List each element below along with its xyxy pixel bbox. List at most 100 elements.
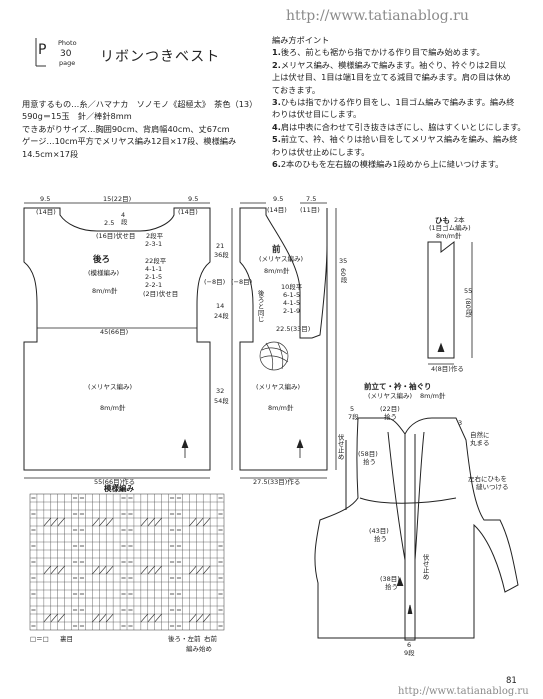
svg-text:P: P xyxy=(38,42,46,58)
back-dec-215: 2-1-5 xyxy=(145,273,163,281)
back-dim-center: 15(22目) xyxy=(103,195,132,203)
purl-mark xyxy=(176,625,182,627)
chart-start: 編み始め xyxy=(186,645,212,653)
purl-mark xyxy=(176,577,182,579)
purl-mark xyxy=(121,577,126,579)
back-side-36: 36段 xyxy=(214,251,229,259)
back-dim-left: 9.5 xyxy=(40,195,51,203)
purl-mark xyxy=(79,497,85,499)
front-dec-22-5: 22.5(33目) xyxy=(276,325,311,333)
purl-mark xyxy=(79,593,85,595)
tie-rows: (80段) xyxy=(464,298,473,318)
points-step-line: 上は伏せ目、1目は端1目を立てる減目で編みます。肩の目は休め xyxy=(272,72,511,83)
cable-mark xyxy=(99,565,107,575)
cable-mark xyxy=(92,517,100,527)
chart-legend-box: □＝□ xyxy=(30,635,49,643)
materials-line: 用意するもの…糸／ハマナカ ソノモノ《超極太》 茶色（13） xyxy=(22,99,258,109)
back-neck-4: 4 xyxy=(121,211,126,219)
purl-mark xyxy=(31,497,36,499)
cable-mark xyxy=(43,613,52,623)
points-heading: 編み方ポイント xyxy=(272,35,330,45)
purl-mark xyxy=(218,545,223,547)
purl-mark xyxy=(72,593,78,595)
cable-mark xyxy=(57,613,65,623)
points-step: 5.前立て、衿、袖ぐりは拾い目をしてメリヤス編みを編み、編み終 xyxy=(272,134,518,145)
cable-mark xyxy=(105,613,114,623)
finishing-bind-1: 伏せ止め xyxy=(336,434,345,460)
tie-pattern: (1目ゴム編み) xyxy=(429,224,471,232)
back-dec-22: 22段平 xyxy=(145,257,167,265)
cable-mark xyxy=(43,565,52,575)
materials-line: できあがりサイズ…胸囲90cm、背肩幅40cm、丈67cm xyxy=(22,123,230,134)
purl-mark xyxy=(72,561,78,563)
purl-mark xyxy=(79,609,85,611)
back-side-21: 21 xyxy=(216,242,225,250)
points-step: 1.後ろ、前とも裾から指でかける作り目で編み始めます。 xyxy=(272,47,485,58)
finishing-natural: 自然に xyxy=(470,431,490,439)
cable-mark xyxy=(43,517,52,527)
tie-cast-on: 4(8目)作る xyxy=(431,365,464,373)
chart-bottom-left: 後ろ・左前 xyxy=(168,635,201,643)
photo-bracket-icon: P xyxy=(35,38,46,67)
front-needle: 8m/m針 xyxy=(264,267,290,275)
back-sts-left: (14目) xyxy=(36,208,56,216)
points-step: 2.メリヤス編み、模様編みで編みます。袖ぐり、衿ぐりは2目以 xyxy=(272,59,506,70)
purl-mark xyxy=(31,609,36,611)
purl-mark xyxy=(31,593,36,595)
front-lower-needle: 8m/m針 xyxy=(268,404,294,412)
photo-reference: P Photo 30 page xyxy=(28,36,82,70)
purl-mark xyxy=(128,513,133,515)
cable-mark xyxy=(57,517,65,527)
purl-mark xyxy=(31,545,36,547)
cable-mark xyxy=(196,565,204,575)
purl-mark xyxy=(128,625,133,627)
purl-mark xyxy=(121,625,126,627)
purl-mark xyxy=(128,609,133,611)
front-lower-pattern: (メリヤス編み) xyxy=(256,383,301,391)
purl-mark xyxy=(128,497,133,499)
finishing-needle: 8m/m針 xyxy=(420,392,446,400)
purl-mark xyxy=(79,513,85,515)
cable-mark xyxy=(202,565,211,575)
purl-mark xyxy=(218,577,223,579)
finishing-5: 5 xyxy=(350,405,355,413)
finishing-pick-4: 拾う xyxy=(385,583,398,591)
back-neck-bind: (16目)伏せ目 xyxy=(96,232,136,240)
points-step-line: わりは伏せ止めにします。 xyxy=(272,146,370,157)
photo-label: Photo xyxy=(58,39,77,47)
cable-mark xyxy=(92,613,100,623)
cable-mark xyxy=(105,565,114,575)
back-width: 45(66目) xyxy=(100,328,129,336)
finishing-sew-ties: 左右にひもを xyxy=(468,475,507,483)
photo-page-number: 30 xyxy=(60,49,72,59)
cable-mark xyxy=(154,613,162,623)
purl-mark xyxy=(176,545,182,547)
back-title: 後ろ xyxy=(93,255,111,265)
back-dec-bind: (2目)伏せ目 xyxy=(143,290,179,298)
purl-mark xyxy=(72,609,78,611)
purl-mark xyxy=(128,593,133,595)
front-dec-10: 10段平 xyxy=(281,283,303,291)
points-step-line: ておきます。 xyxy=(272,84,321,95)
purl-mark xyxy=(128,529,133,531)
purl-mark xyxy=(31,561,36,563)
finishing-pick-3: 拾う xyxy=(374,535,387,543)
purl-mark xyxy=(218,625,223,627)
purl-mark xyxy=(176,561,182,563)
finishing-pick-2: 拾う xyxy=(363,458,376,466)
cable-mark xyxy=(140,517,149,527)
chart-bottom-right: 右前 xyxy=(204,635,217,643)
cable-mark xyxy=(196,613,204,623)
purl-mark xyxy=(79,561,85,563)
purl-mark xyxy=(72,545,78,547)
back-dec-221: 2-2-1 xyxy=(145,281,163,289)
back-side-54: 54段 xyxy=(214,397,229,405)
purl-mark xyxy=(79,529,85,531)
cable-mark xyxy=(202,517,211,527)
photo-page-word: page xyxy=(59,59,76,67)
back-dec-minus8: (−8目) xyxy=(204,278,226,286)
purl-mark xyxy=(31,577,36,579)
front-left-note: 後ろと同じ xyxy=(256,290,265,323)
cable-mark xyxy=(140,613,149,623)
cable-mark xyxy=(189,565,197,575)
